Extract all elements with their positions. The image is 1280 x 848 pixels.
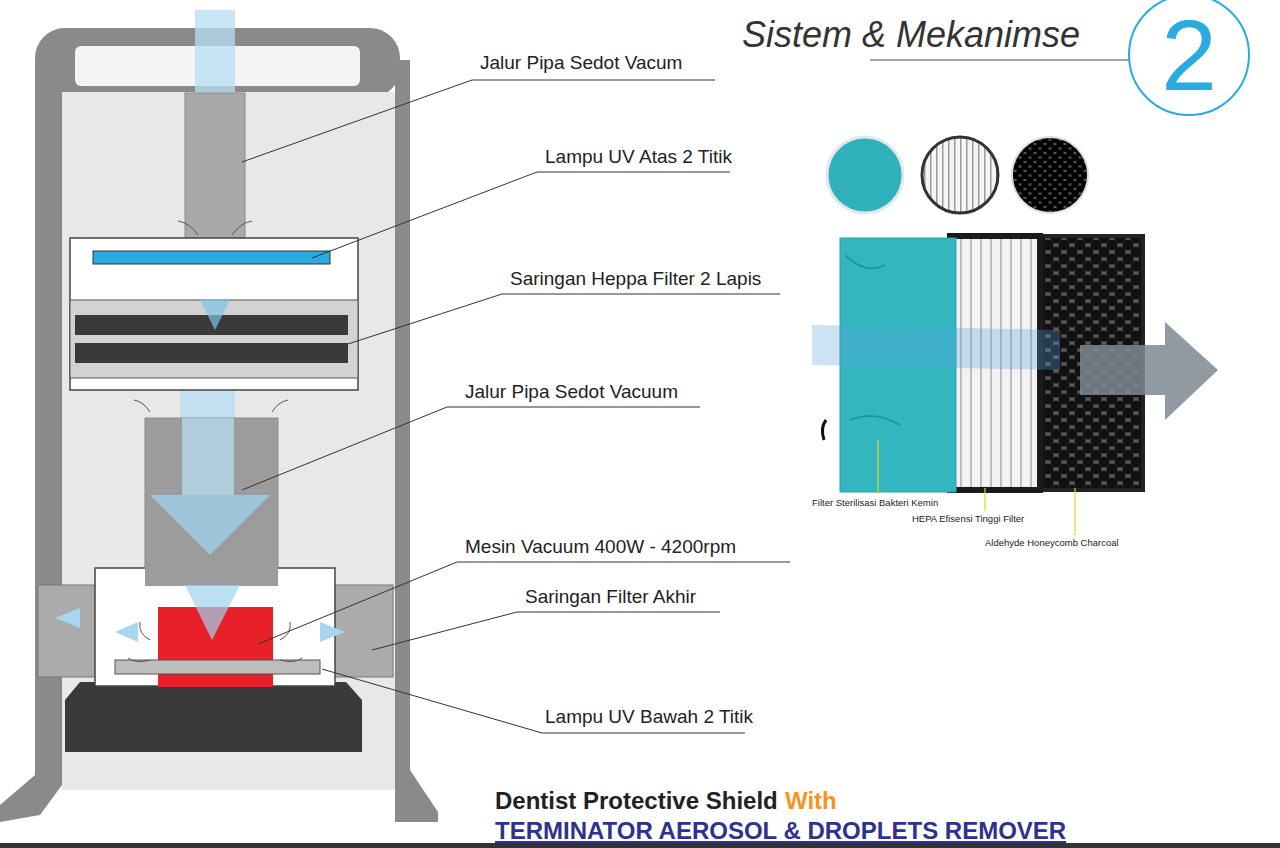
- housing: [0, 28, 438, 822]
- upper-chamber: [70, 221, 358, 412]
- lower-chamber-part: [115, 622, 138, 642]
- lower-chamber-part: [185, 585, 240, 640]
- leader-line-part: [242, 407, 700, 490]
- part-label: Lampu UV Bawah 2 Titik: [545, 706, 753, 728]
- part-label: Mesin Vacuum 400W - 4200rpm: [465, 536, 736, 558]
- filter-picture-part: [877, 440, 878, 494]
- lower-chamber: [38, 566, 393, 687]
- part-label: Jalur Pipa Sedot Vacuum: [465, 381, 678, 403]
- part-label: Saringan Filter Akhir: [525, 586, 696, 608]
- lower-chamber-part: [145, 566, 278, 586]
- air-flow: [150, 418, 270, 555]
- filter-picture-part: [812, 325, 1060, 370]
- housing-part: [65, 682, 362, 752]
- vacuum-pipe: [185, 93, 245, 238]
- filter-picture-part: [922, 137, 998, 213]
- product-name: With: [785, 787, 837, 815]
- upper-chamber-part: [70, 238, 358, 390]
- leader-line-part: [348, 294, 780, 344]
- filter-picture: [812, 137, 1218, 535]
- filter-picture-part: [827, 137, 903, 213]
- lower-chamber-part: [55, 608, 80, 628]
- upper-chamber-part: [200, 300, 230, 330]
- part-label: Jalur Pipa Sedot Vacum: [480, 52, 682, 74]
- part-label: Lampu UV Atas 2 Titik: [545, 146, 732, 168]
- number-circle: 2: [1128, 0, 1250, 116]
- lower-chamber-part: [115, 660, 320, 674]
- filter-label: Filter Sterilisasi Bakteri Kemin: [812, 498, 938, 509]
- upper-chamber-part: [93, 251, 330, 264]
- lower-chamber-part: [38, 585, 100, 677]
- filter-label: Aldehyde Honeycomb Charcoal: [985, 538, 1119, 549]
- lower-chamber-part: [128, 622, 302, 662]
- housing-part: [0, 60, 62, 822]
- filter-picture-part: [984, 488, 985, 511]
- housing-part: [395, 60, 438, 822]
- part-label: Saringan Heppa Filter 2 Lapis: [510, 268, 761, 290]
- upper-chamber-part: [75, 343, 348, 363]
- lower-chamber-part: [320, 622, 345, 642]
- filter-picture-part: [1080, 322, 1218, 420]
- title: Sistem & Mekanimse: [742, 14, 1080, 55]
- upper-chamber-part: [134, 221, 288, 412]
- filter-label: HEPA Efisensi Tinggi Filter: [912, 514, 1024, 525]
- filter-picture-part: [1074, 488, 1075, 535]
- leader-line-part: [372, 612, 720, 650]
- upper-chamber-part: [70, 300, 358, 378]
- leader-line-part: [258, 562, 790, 644]
- leader-line: [242, 80, 790, 733]
- title-underline: [870, 59, 1130, 60]
- filter-picture-part: [822, 420, 826, 440]
- product-subtitle: TERMINATOR AEROSOL & DROPLETS REMOVER: [495, 817, 1066, 845]
- air-flow-part: [182, 418, 234, 498]
- air-flow-part: [150, 495, 270, 555]
- air-flow-part: [180, 390, 235, 510]
- callout-number: 2: [1161, 5, 1217, 105]
- leader-line-part: [312, 172, 730, 258]
- housing-part: [62, 92, 395, 790]
- filter-picture-part: [1012, 137, 1088, 213]
- product-name: Dentist Protective Shield: [495, 787, 778, 815]
- vacuum-pipe: [145, 418, 278, 568]
